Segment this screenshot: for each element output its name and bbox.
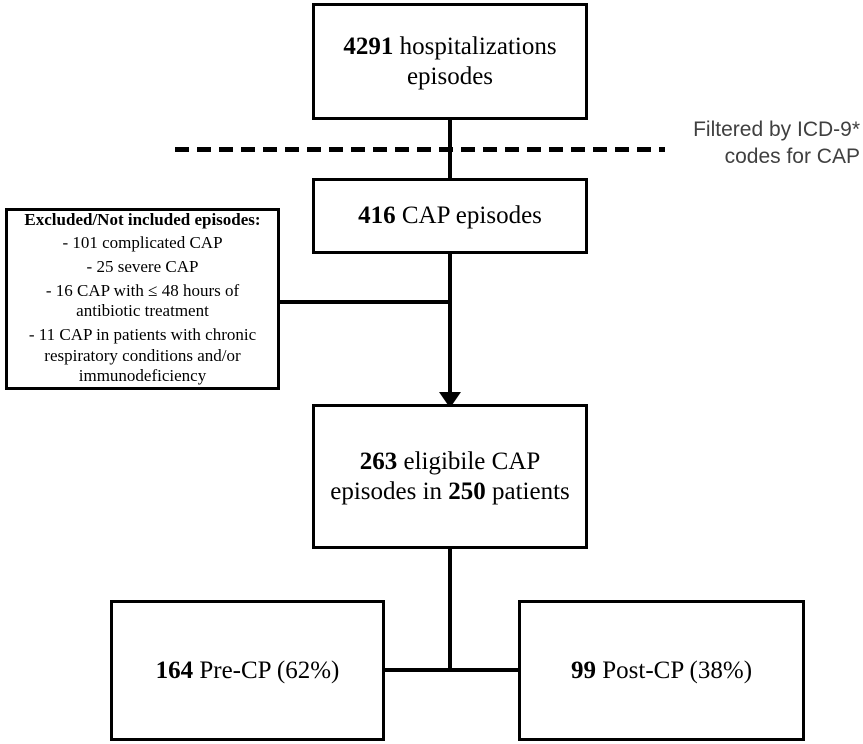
node-pre-cp-count: 164 [155, 656, 194, 684]
node-post-cp-text: 99 Post-CP (38%) [561, 656, 762, 686]
dashed-filter-line [175, 147, 665, 152]
node-eligible-cap-episodes: 263 eligibile CAP episodes in 250 patien… [312, 404, 588, 549]
connector-eligible-to-split [448, 549, 452, 670]
node-total-hospitalizations-label: hospitalizations episodes [399, 33, 557, 90]
node-eligible-label-part2: episodes in [330, 477, 443, 505]
node-pre-cp: 164 Pre-CP (62%) [110, 600, 385, 741]
connector-split-bar [385, 668, 519, 672]
node-eligible-label-part3: patients [492, 477, 570, 505]
connector-cap-to-eligible [448, 254, 452, 396]
excluded-box-item-3: - 11 CAP in patients with chronic respir… [28, 325, 257, 386]
node-eligible-cap-episodes-text: 263 eligibile CAP episodes in 250 patien… [320, 447, 580, 506]
excluded-box-item-0: - 101 complicated CAP [62, 233, 223, 253]
node-post-cp-count: 99 [570, 656, 596, 684]
excluded-box-item-1: - 25 severe CAP [86, 256, 199, 276]
node-post-cp-label: Post-CP (38%) [602, 656, 753, 684]
connector-excluded-to-trunk [280, 300, 450, 304]
node-eligible-patient-count: 250 [448, 477, 486, 505]
node-post-cp: 99 Post-CP (38%) [518, 600, 805, 741]
node-total-hospitalizations-count: 4291 [343, 33, 394, 60]
node-eligible-episode-count: 263 [359, 448, 398, 475]
filter-annotation-label: Filtered by ICD-9* codes for CAP [693, 118, 860, 169]
node-cap-episodes: 416 CAP episodes [312, 178, 588, 254]
node-pre-cp-label: Pre-CP (62%) [199, 656, 340, 684]
node-eligible-label-part1: eligibile CAP [403, 448, 541, 475]
node-pre-cp-text: 164 Pre-CP (62%) [146, 656, 350, 686]
node-cap-episodes-count: 416 [358, 202, 396, 230]
node-excluded-episodes: Excluded/Not included episodes: - 101 co… [5, 208, 280, 390]
node-cap-episodes-label: CAP episodes [401, 202, 542, 230]
excluded-box-title: Excluded/Not included episodes: [24, 210, 261, 230]
node-cap-episodes-text: 416 CAP episodes [348, 201, 552, 231]
excluded-box-item-2: - 16 CAP with ≤ 48 hours of antibiotic t… [45, 280, 240, 321]
node-total-hospitalizations-text: 4291 hospitalizations episodes [333, 32, 566, 91]
node-total-hospitalizations: 4291 hospitalizations episodes [312, 3, 588, 120]
